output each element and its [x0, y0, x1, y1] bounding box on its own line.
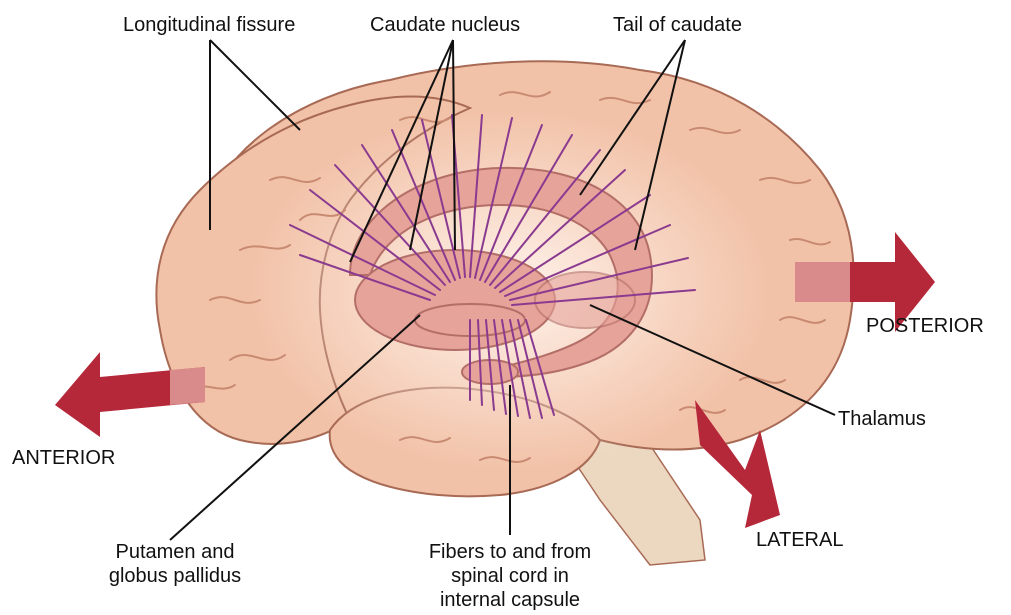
label-lateral: LATERAL — [756, 529, 844, 551]
label-tail-of-caudate: Tail of caudate — [613, 14, 742, 36]
putamen-line-1: Putamen and — [115, 541, 235, 563]
posterior-arrow — [795, 232, 935, 332]
label-thalamus: Thalamus — [838, 408, 926, 430]
fibers-line-3: internal capsule — [439, 589, 581, 611]
leader-lines — [169, 39, 836, 541]
label-posterior: POSTERIOR — [866, 315, 984, 337]
sulci — [189, 91, 831, 463]
label-anterior: ANTERIOR — [12, 447, 116, 469]
fibers-line-2: spinal cord in — [451, 565, 569, 587]
label-longitudinal-fissure: Longitudinal fissure — [123, 14, 296, 36]
anterior-arrow — [55, 352, 205, 437]
putamen-line-2: globus pallidus — [108, 565, 242, 587]
fibers-line-1: Fibers to and from — [428, 541, 592, 563]
label-fibers-internal-capsule: Fibers to and from spinal cord in intern… — [405, 540, 615, 612]
label-putamen-globus-pallidus: Putamen and globus pallidus — [80, 540, 270, 588]
label-caudate-nucleus: Caudate nucleus — [370, 14, 521, 36]
fibers — [289, 114, 696, 419]
lateral-arrow — [695, 400, 780, 528]
